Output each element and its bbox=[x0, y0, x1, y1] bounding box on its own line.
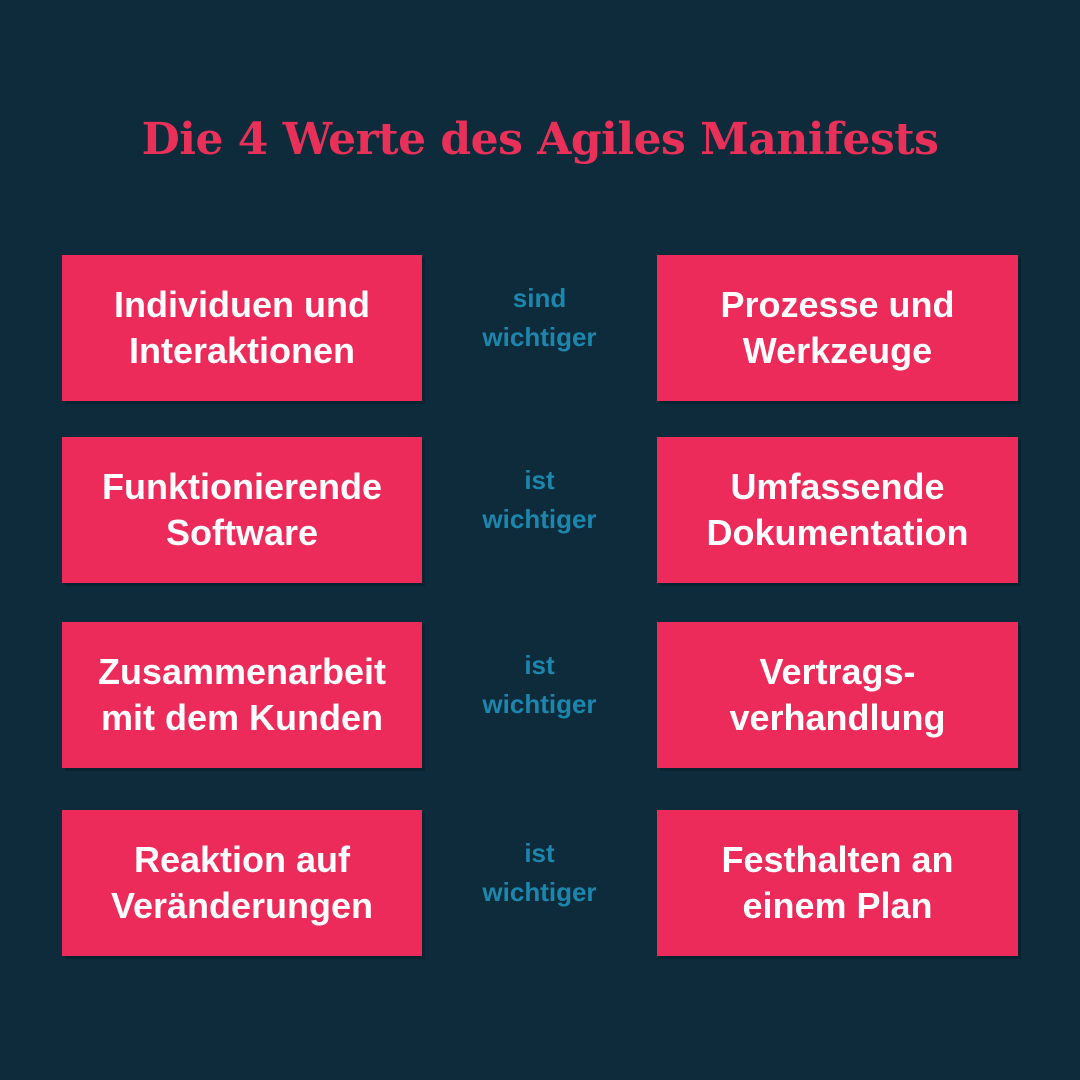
comparison-text: sind wichtiger bbox=[482, 283, 597, 352]
value-box-right: Umfassende Dokumentation bbox=[657, 437, 1018, 583]
value-box-left: Zusammenarbeit mit dem Kunden bbox=[62, 622, 422, 768]
value-box-left: Funktionierende Software bbox=[62, 437, 422, 583]
value-row-4: Reaktion auf Veränderungen ist wichtiger… bbox=[0, 810, 1080, 956]
comparison-text: ist wichtiger bbox=[482, 838, 597, 907]
value-row-1: Individuen und Interaktionen sind wichti… bbox=[0, 255, 1080, 401]
value-box-right: Festhalten an einem Plan bbox=[657, 810, 1018, 956]
value-box-right: Vertrags- verhandlung bbox=[657, 622, 1018, 768]
page-title: Die 4 Werte des Agiles Manifests bbox=[141, 114, 939, 165]
value-box-right: Prozesse und Werkzeuge bbox=[657, 255, 1018, 401]
comparison-text: ist wichtiger bbox=[482, 650, 597, 719]
value-row-3: Zusammenarbeit mit dem Kunden ist wichti… bbox=[0, 622, 1080, 768]
comparison-text: ist wichtiger bbox=[482, 465, 597, 534]
value-box-left: Reaktion auf Veränderungen bbox=[62, 810, 422, 956]
value-box-left: Individuen und Interaktionen bbox=[62, 255, 422, 401]
value-row-2: Funktionierende Software ist wichtiger U… bbox=[0, 437, 1080, 583]
